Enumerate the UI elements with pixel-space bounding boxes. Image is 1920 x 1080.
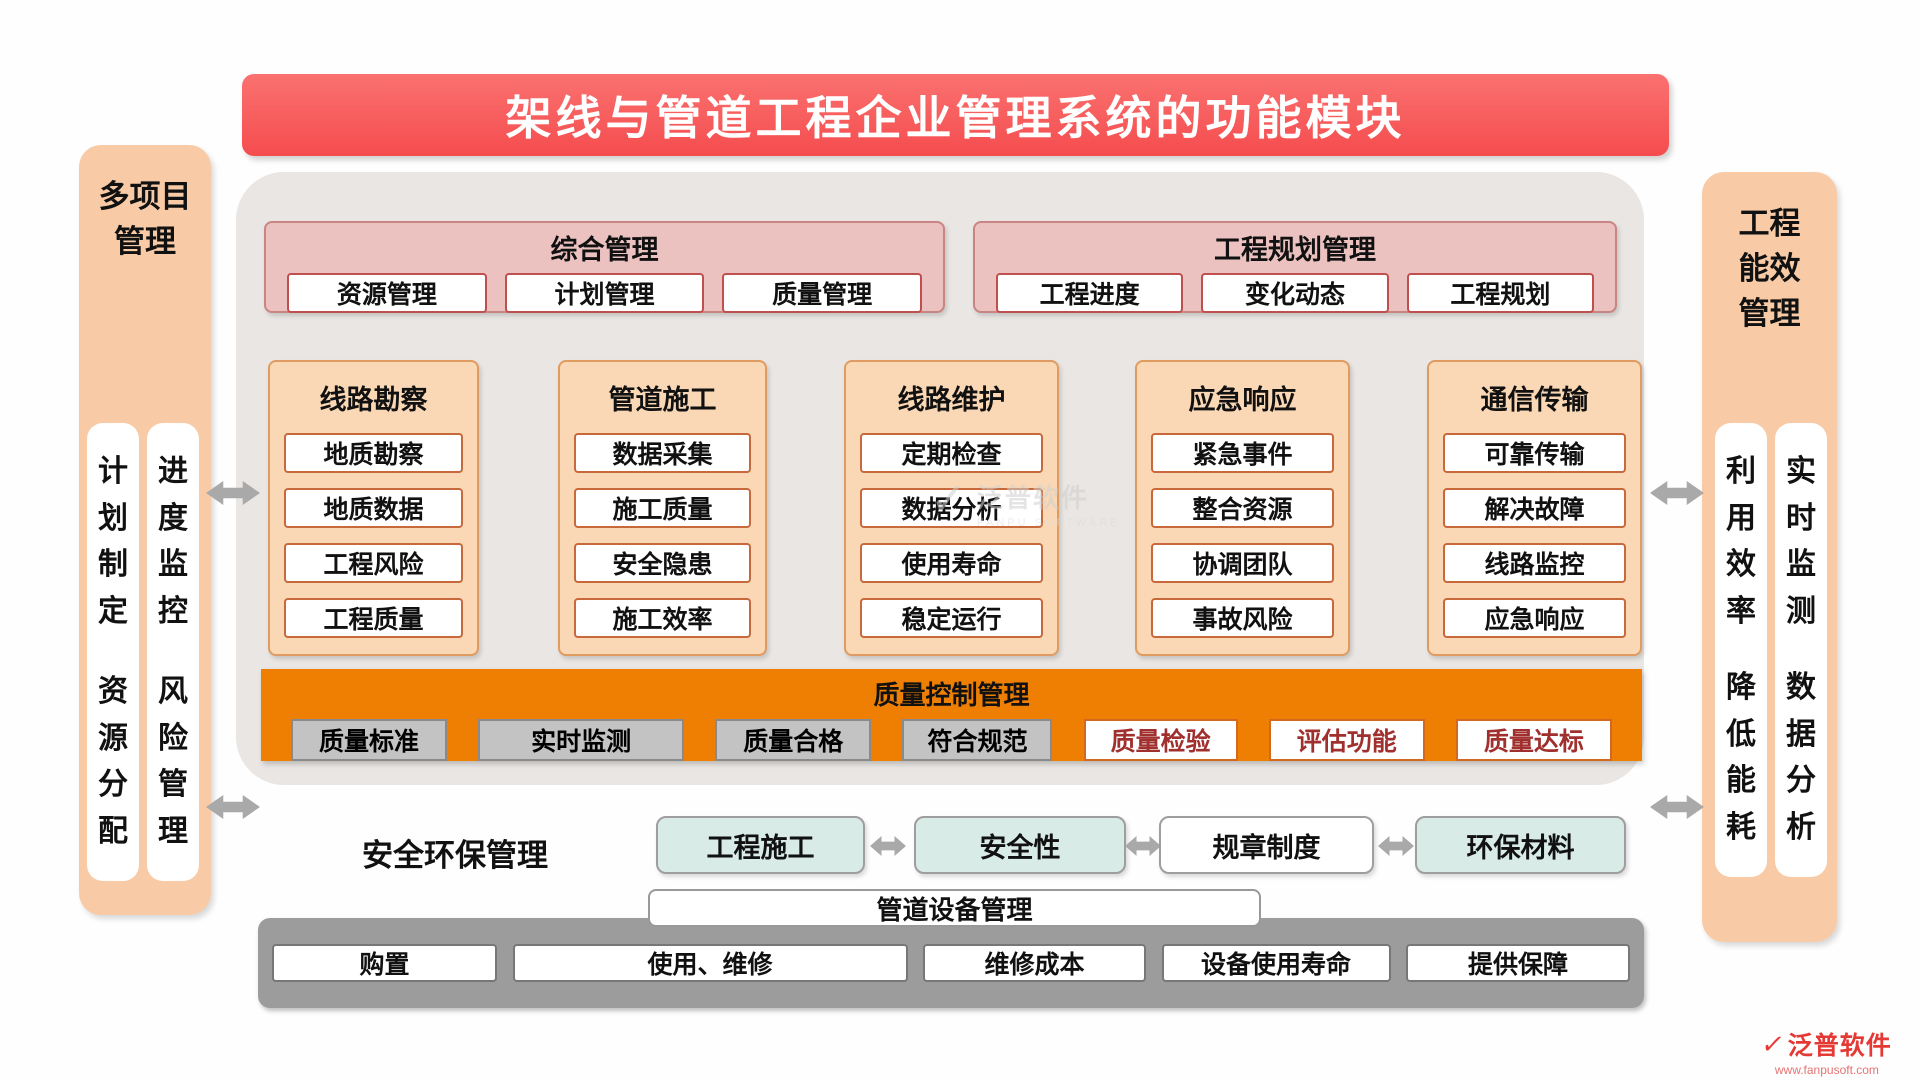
double-arrow-icon [1378, 836, 1414, 856]
module-line-maintenance: 线路维护 定期检查 数据分析 使用寿命 稳定运行 [844, 360, 1059, 656]
module-item: 紧急事件 [1151, 433, 1334, 473]
double-arrow-icon [1650, 481, 1704, 505]
module-item: 协调团队 [1151, 543, 1334, 583]
page-title: 架线与管道工程企业管理系统的功能模块 [242, 74, 1669, 156]
module-item: 整合资源 [1151, 488, 1334, 528]
equipment-item-use-repair: 使用、维修 [512, 944, 908, 982]
group-item-change-dynamics: 变化动态 [1201, 273, 1389, 313]
right-panel-title: 工程能效管理 [1738, 206, 1801, 331]
group-item-quality-management: 质量管理 [722, 273, 923, 313]
quality-item-target-met: 质量达标 [1455, 719, 1612, 761]
module-item: 线路监控 [1443, 543, 1626, 583]
module-item: 解决故障 [1443, 488, 1626, 528]
module-title: 线路维护 [897, 385, 1006, 415]
equipment-management-bar: 购置 使用、维修 维修成本 设备使用寿命 提供保障 [258, 918, 1644, 1008]
module-item: 地质勘察 [284, 433, 463, 473]
equipment-item-guarantee: 提供保障 [1406, 944, 1630, 982]
quality-item-evaluation: 评估功能 [1268, 719, 1425, 761]
pill-text-plan: 计划制定 [98, 455, 128, 628]
left-panel-title: 多项目管理 [98, 179, 192, 259]
safety-box-safety: 安全性 [914, 816, 1126, 874]
brand-name: 泛普软件 [1787, 1032, 1892, 1060]
safety-environment-label: 安全环保管理 [362, 838, 548, 873]
pill-text-reduce-energy: 降低能耗 [1726, 671, 1756, 844]
module-item: 稳定运行 [860, 598, 1043, 638]
group-title: 工程规划管理 [1214, 235, 1376, 265]
pill-text-realtime-monitor: 实时监测 [1786, 455, 1816, 628]
module-item: 应急响应 [1443, 598, 1626, 638]
module-title: 通信传输 [1480, 385, 1589, 415]
group-item-engineering-planning: 工程规划 [1406, 273, 1594, 313]
equipment-item-purchase: 购置 [272, 944, 497, 982]
pill-text-utilization: 利用效率 [1726, 455, 1756, 628]
right-pill-monitoring: 实时监测 数据分析 [1775, 423, 1827, 877]
fanpu-brand-logo-icon: ✓ [1758, 1028, 1788, 1059]
module-pipeline-construction: 管道施工 数据采集 施工质量 安全隐患 施工效率 [558, 360, 767, 656]
group-item-plan-management: 计划管理 [504, 273, 705, 313]
group-comprehensive-management: 综合管理 资源管理 计划管理 质量管理 [264, 221, 945, 313]
left-pill-plan-allocation: 计划制定 资源分配 [87, 423, 139, 881]
brand-logo: ✓ 泛普软件 www.fanpusoft.com [1758, 1026, 1892, 1078]
module-item: 工程风险 [284, 543, 463, 583]
module-item: 数据分析 [860, 488, 1043, 528]
equipment-management-header: 管道设备管理 [648, 889, 1261, 927]
double-arrow-icon [1650, 795, 1704, 819]
equipment-item-service-life: 设备使用寿命 [1161, 944, 1391, 982]
module-emergency-response: 应急响应 紧急事件 整合资源 协调团队 事故风险 [1135, 360, 1350, 656]
module-item: 安全隐患 [574, 543, 751, 583]
module-communication-transmission: 通信传输 可靠传输 解决故障 线路监控 应急响应 [1427, 360, 1642, 656]
safety-box-construction: 工程施工 [656, 816, 865, 874]
equipment-item-repair-cost: 维修成本 [923, 944, 1146, 982]
group-engineering-planning: 工程规划管理 工程进度 变化动态 工程规划 [973, 221, 1617, 313]
module-item: 工程质量 [284, 598, 463, 638]
quality-item-qualified: 质量合格 [715, 719, 872, 761]
module-item: 施工质量 [574, 488, 751, 528]
left-pill-progress-risk: 进度监控 风险管理 [147, 423, 199, 881]
double-arrow-icon [206, 795, 260, 819]
pill-text-progress-monitor: 进度监控 [158, 455, 188, 628]
group-item-resource-management: 资源管理 [287, 273, 487, 313]
module-title: 应急响应 [1188, 385, 1297, 415]
group-item-project-progress: 工程进度 [996, 273, 1184, 313]
quality-item-compliance: 符合规范 [902, 719, 1053, 761]
right-pill-utilization: 利用效率 降低能耗 [1715, 423, 1767, 877]
pill-text-resource-allocation: 资源分配 [98, 675, 128, 848]
safety-box-regulations: 规章制度 [1159, 816, 1374, 874]
quality-item-inspection: 质量检验 [1083, 719, 1238, 761]
double-arrow-icon [870, 836, 906, 856]
pill-text-risk-management: 风险管理 [158, 675, 188, 848]
module-item: 使用寿命 [860, 543, 1043, 583]
module-title: 线路勘察 [319, 385, 428, 415]
module-item: 地质数据 [284, 488, 463, 528]
double-arrow-icon [1125, 836, 1161, 856]
quality-item-realtime-monitor: 实时监测 [478, 719, 685, 761]
right-panel-energy-efficiency: 工程能效管理 利用效率 降低能耗 实时监测 数据分析 [1702, 172, 1837, 942]
module-item: 定期检查 [860, 433, 1043, 473]
quality-control-bar: 质量控制管理 质量标准 实时监测 质量合格 符合规范 质量检验 评估功能 质量达… [261, 669, 1642, 761]
left-panel-multi-project: 多项目管理 计划制定 资源分配 进度监控 风险管理 [79, 145, 211, 915]
module-item: 数据采集 [574, 433, 751, 473]
pill-text-data-analysis: 数据分析 [1786, 671, 1816, 844]
module-title: 管道施工 [608, 385, 717, 415]
module-item: 施工效率 [574, 598, 751, 638]
group-title: 综合管理 [550, 235, 659, 265]
safety-box-eco-materials: 环保材料 [1415, 816, 1626, 874]
quality-bar-title: 质量控制管理 [873, 680, 1030, 710]
module-item: 事故风险 [1151, 598, 1334, 638]
quality-item-standard: 质量标准 [291, 719, 447, 761]
module-line-survey: 线路勘察 地质勘察 地质数据 工程风险 工程质量 [268, 360, 479, 656]
module-item: 可靠传输 [1443, 433, 1626, 473]
brand-url: www.fanpusoft.com [1774, 1063, 1879, 1077]
